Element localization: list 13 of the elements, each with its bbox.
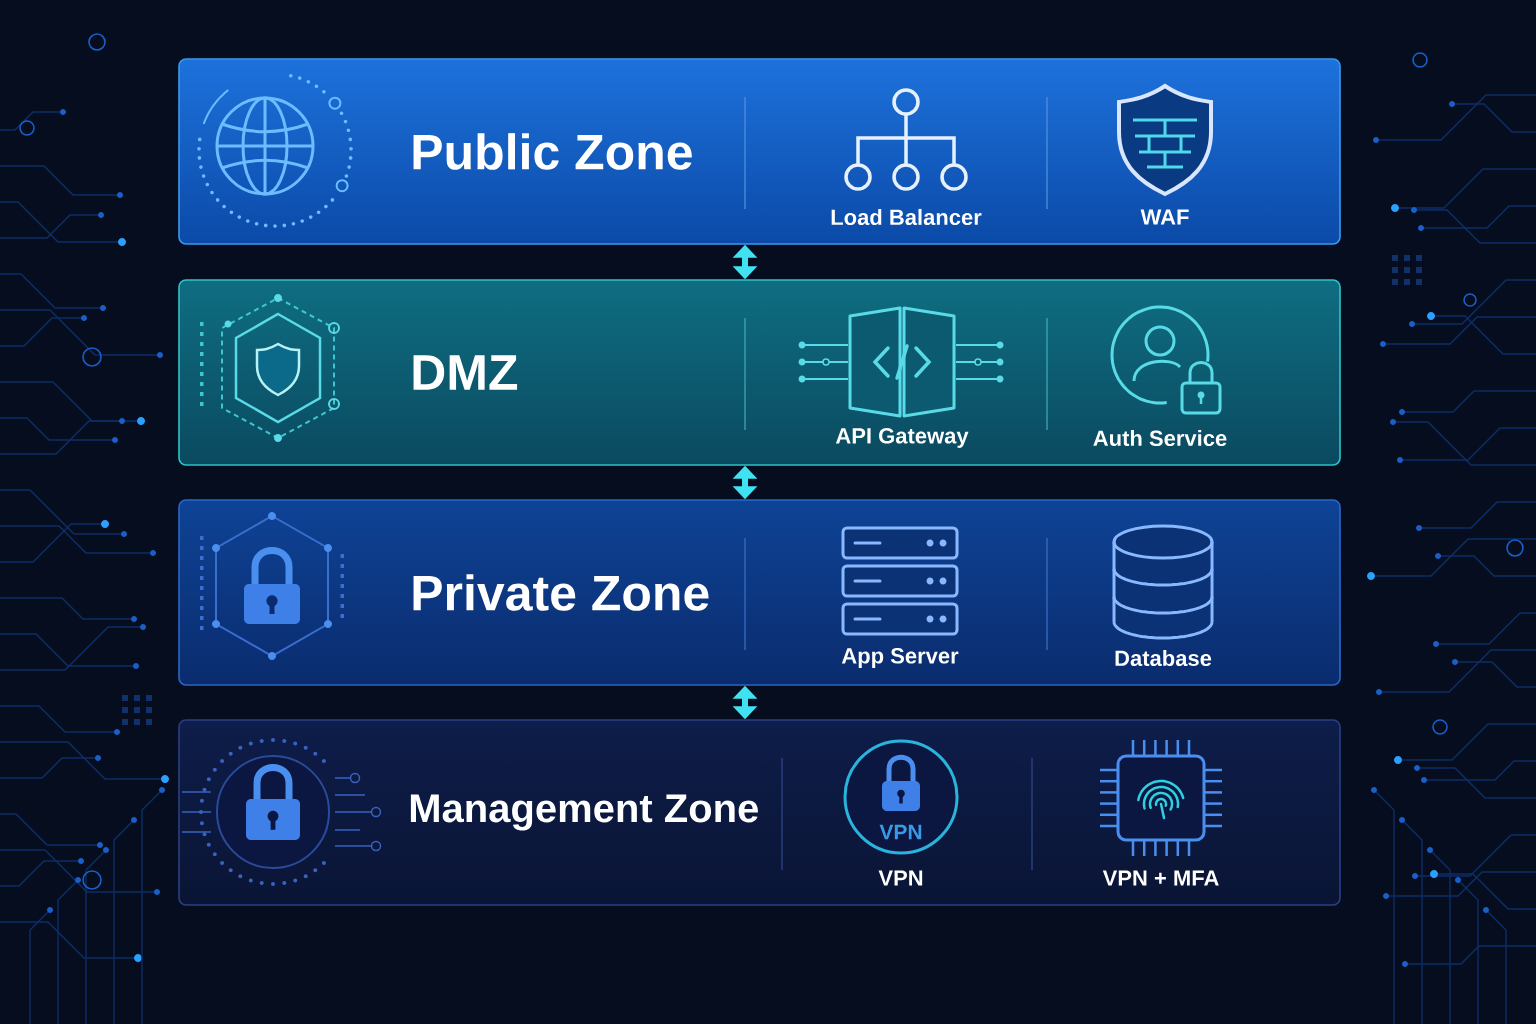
- component-label: API Gateway: [835, 428, 969, 448]
- component-label: Auth Service: [1093, 429, 1227, 447]
- zone-title: Private Zone: [413, 574, 709, 611]
- badge-text: VPN: [879, 824, 922, 840]
- component-label: VPN + MFA: [1102, 870, 1219, 886]
- component-label: VPN: [878, 870, 923, 886]
- component-label: App Server: [841, 648, 959, 668]
- component-label: WAF: [1140, 209, 1189, 225]
- zone-title: Public Zone: [413, 133, 692, 170]
- zone-title: Management Zone: [410, 794, 758, 831]
- zone-title: DMZ: [413, 355, 518, 390]
- component-label: Load Balancer: [831, 208, 982, 226]
- component-label: Database: [1115, 649, 1212, 667]
